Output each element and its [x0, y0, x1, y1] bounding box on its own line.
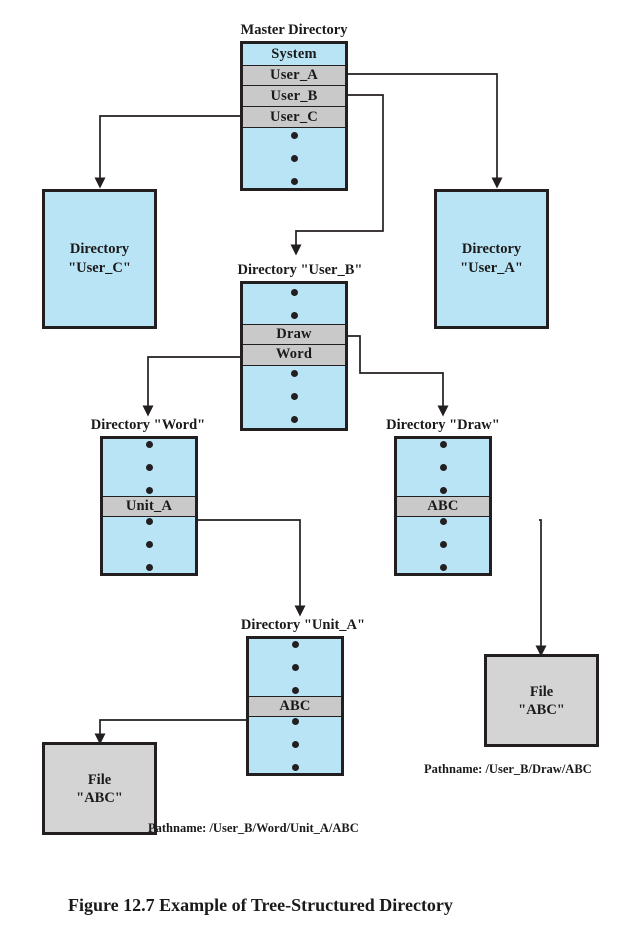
vertical-dots-icon — [243, 284, 345, 324]
vertical-dots-icon — [397, 439, 489, 496]
figure-caption: Figure 12.7 Example of Tree-Structured D… — [68, 895, 453, 915]
master-empty-entries — [243, 128, 345, 188]
directory-unit-a-caption: Directory "Unit_A" — [240, 617, 366, 633]
vertical-dots-icon — [243, 128, 345, 188]
file-abc-right-box[interactable]: File "ABC" — [484, 654, 599, 747]
word-entry-unit-a[interactable]: Unit_A — [103, 495, 195, 517]
draw-entry-abc[interactable]: ABC — [397, 495, 489, 517]
master-entry-user-b[interactable]: User_B — [243, 86, 345, 107]
master-directory-caption: Master Directory — [240, 22, 348, 38]
directory-user-a-label-line2: "User_A" — [460, 260, 523, 276]
directory-user-a-box[interactable]: Directory "User_A" — [434, 189, 549, 329]
directory-word-caption: Directory "Word" — [90, 417, 206, 433]
vertical-dots-icon — [243, 366, 345, 429]
user-b-empty-bottom — [243, 365, 345, 429]
directory-user-b-caption: Directory "User_B" — [237, 262, 363, 278]
file-abc-right-label-line1: File — [529, 683, 554, 700]
directory-user-c-label-line2: "User_C" — [68, 260, 131, 276]
user-b-entry-draw[interactable]: Draw — [243, 323, 345, 345]
master-directory-box[interactable]: System User_A User_B User_C — [240, 41, 348, 191]
word-empty-top — [103, 439, 195, 496]
pathname-left: Pathname: /User_B/Word/Unit_A/ABC — [148, 821, 359, 835]
file-abc-left-box[interactable]: File "ABC" — [42, 742, 157, 835]
vertical-dots-icon — [249, 639, 341, 696]
unit-a-empty-bottom — [249, 716, 341, 774]
directory-draw-box[interactable]: ABC — [394, 436, 492, 576]
file-abc-left-label-line2: "ABC" — [76, 789, 123, 806]
directory-draw-caption: Directory "Draw" — [386, 417, 500, 433]
master-entry-user-a[interactable]: User_A — [243, 65, 345, 86]
directory-user-c-label-line1: Directory — [69, 241, 130, 258]
unit-a-entry-abc[interactable]: ABC — [249, 695, 341, 717]
master-entry-user-c[interactable]: User_C — [243, 107, 345, 128]
directory-word-box[interactable]: Unit_A — [100, 436, 198, 576]
vertical-dots-icon — [249, 717, 341, 774]
user-b-empty-top — [243, 284, 345, 324]
user-b-entry-word[interactable]: Word — [243, 344, 345, 366]
vertical-dots-icon — [103, 439, 195, 496]
file-abc-left-label-line1: File — [87, 771, 112, 788]
master-entry-system[interactable]: System — [243, 44, 345, 65]
vertical-dots-icon — [397, 517, 489, 574]
draw-empty-top — [397, 439, 489, 496]
directory-user-b-box[interactable]: Draw Word — [240, 281, 348, 431]
file-abc-left-label: File "ABC" — [45, 770, 154, 806]
draw-empty-bottom — [397, 516, 489, 574]
file-abc-right-label-line2: "ABC" — [518, 701, 565, 718]
unit-a-empty-top — [249, 639, 341, 696]
directory-user-c-label: Directory "User_C" — [45, 240, 154, 278]
pathname-right: Pathname: /User_B/Draw/ABC — [424, 762, 592, 776]
vertical-dots-icon — [103, 517, 195, 574]
directory-user-a-label-line1: Directory — [461, 241, 522, 258]
file-abc-right-label: File "ABC" — [487, 682, 596, 718]
word-empty-bottom — [103, 516, 195, 574]
directory-user-c-box[interactable]: Directory "User_C" — [42, 189, 157, 329]
directory-unit-a-box[interactable]: ABC — [246, 636, 344, 776]
directory-user-a-label: Directory "User_A" — [437, 240, 546, 278]
